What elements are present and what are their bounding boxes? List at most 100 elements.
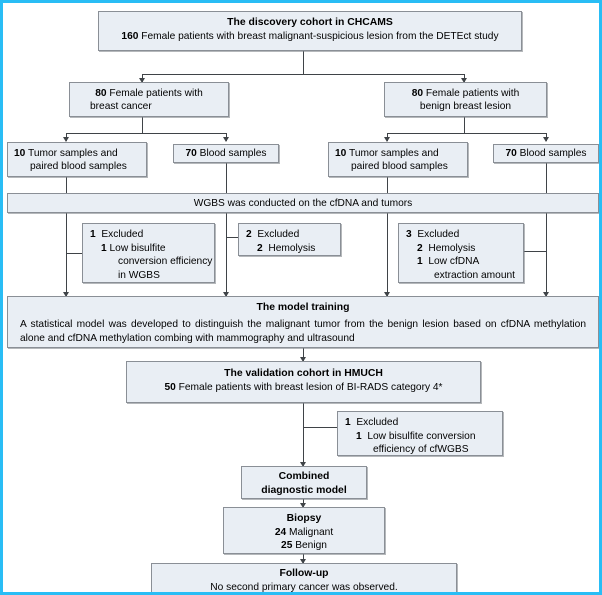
- arrow-cancer-arm: [138, 78, 145, 83]
- arrow-validation: [299, 357, 306, 362]
- excl1-reason-l1: Low bisulfite: [109, 242, 166, 254]
- connector-biopsy-to-followup: [303, 550, 304, 563]
- cancer-blood-count: 70: [185, 148, 197, 159]
- arrow-followup: [299, 559, 306, 564]
- cancer-arm-count: 80: [95, 87, 107, 99]
- node-followup[interactable]: Follow-up No second primary cancer was o…: [151, 563, 457, 592]
- node-excluded-2[interactable]: 2 Excluded 2 Hemolysis: [238, 223, 341, 256]
- cancer-tumor-line1-text: Tumor samples and: [28, 147, 118, 159]
- excl3-reason2-l1: Low cfDNA: [428, 256, 480, 267]
- excl2-total-label: Excluded: [257, 229, 300, 240]
- connector-level1-split: [142, 74, 465, 75]
- cancer-tumor-line1: 10 Tumor samples and: [14, 147, 118, 160]
- arrow-col4-model: [542, 292, 549, 297]
- arrow-benign-blood: [542, 137, 549, 142]
- discovery-detail: 160 Female patients with breast malignan…: [105, 30, 515, 43]
- connector-model-to-validation: [303, 348, 304, 361]
- node-model-training[interactable]: The model training A statistical model w…: [7, 296, 599, 348]
- node-combined-diagnostic-model[interactable]: Combined diagnostic model: [241, 466, 367, 499]
- arrow-col2-model: [222, 292, 229, 297]
- excl3-total-label: Excluded: [417, 229, 460, 240]
- arrow-col3-model: [383, 292, 390, 297]
- node-benign-blood-samples[interactable]: 70 Blood samples: [493, 144, 599, 163]
- excl4-total-row: 1 Excluded: [345, 416, 495, 430]
- benign-tumor-count: 10: [335, 147, 347, 159]
- benign-blood-line1-text: Blood samples: [519, 148, 587, 159]
- arrow-benign-arm: [460, 78, 467, 83]
- excl1-reason-l2-row: conversion efficiency: [118, 256, 213, 267]
- biopsy-malignant: 24 Malignant: [230, 526, 378, 539]
- cancer-tumor-count: 10: [14, 147, 26, 159]
- biopsy-title: Biopsy: [286, 513, 322, 524]
- arrow-cancer-tumor: [62, 137, 69, 142]
- excl2-total: 2: [246, 229, 252, 240]
- excl3-total: 3: [406, 229, 412, 240]
- biopsy-malignant-label: Malignant: [289, 527, 334, 538]
- node-cancer-tumor-samples[interactable]: 10 Tumor samples and paired blood sample…: [7, 142, 147, 177]
- discovery-count: 160: [121, 31, 139, 42]
- cancer-arm-line1-text: Female patients with: [109, 87, 203, 99]
- model-training-title: The model training: [256, 302, 350, 313]
- excl1-reason-l3-row: in WGBS: [118, 269, 160, 281]
- excl3-reason2-n: 1: [417, 256, 423, 267]
- benign-arm-line1: 80 Female patients with: [412, 87, 520, 100]
- cancer-blood-line1-text: Blood samples: [199, 148, 267, 159]
- connector-wgbs-col2-down: [226, 213, 227, 296]
- excl3-total-row: 3 Excluded: [406, 228, 516, 242]
- node-validation-cohort[interactable]: The validation cohort in HMUCH 50 Female…: [126, 361, 481, 403]
- discovery-detail-text: Female patients with breast malignant-su…: [141, 31, 499, 42]
- connector-combined-to-biopsy: [303, 494, 304, 507]
- node-excluded-3[interactable]: 3 Excluded 2 Hemolysis 1 Low cfDNA extra…: [398, 223, 524, 283]
- node-biopsy[interactable]: Biopsy 24 Malignant 25 Benign: [223, 507, 385, 554]
- cancer-tumor-line2: paired blood samples: [30, 160, 127, 172]
- benign-blood-count: 70: [505, 148, 517, 159]
- node-excluded-1[interactable]: 1 Excluded 1 Low bisulfite conversion ef…: [82, 223, 215, 283]
- connector-cancer-tumor-down: [66, 177, 67, 193]
- connector-cancer-split: [66, 133, 226, 134]
- validation-detail-text: Female patients with breast lesion of BI…: [178, 382, 443, 393]
- cancer-arm-line1: 80 Female patients with: [95, 87, 203, 100]
- connector-stub-excl2: [226, 237, 238, 238]
- connector-benign-split: [387, 133, 546, 134]
- cancer-arm-line2: breast cancer: [90, 100, 152, 112]
- connector-benign-blood-down: [546, 163, 547, 193]
- excl1-total: 1: [90, 229, 96, 240]
- connector-cancer-arm-down: [142, 117, 143, 133]
- node-benign-arm[interactable]: 80 Female patients with benign breast le…: [384, 82, 547, 117]
- node-excluded-4[interactable]: 1 Excluded 1 Low bisulfite conversion ef…: [337, 411, 503, 456]
- arrow-biopsy: [299, 503, 306, 508]
- validation-count: 50: [164, 382, 176, 393]
- combined-line2: diagnostic model: [261, 485, 347, 496]
- connector-benign-arm-down: [464, 117, 465, 133]
- excl2-reason-l1: Hemolysis: [268, 242, 316, 254]
- node-cancer-arm[interactable]: 80 Female patients with breast cancer: [69, 82, 229, 117]
- node-wgbs-bar[interactable]: WGBS was conducted on the cfDNA and tumo…: [7, 193, 599, 213]
- benign-tumor-line1: 10 Tumor samples and: [335, 147, 439, 160]
- benign-arm-line2: benign breast lesion: [419, 100, 512, 112]
- benign-tumor-line2: paired blood samples: [351, 160, 448, 172]
- excl4-reason-n: 1: [356, 430, 362, 442]
- connector-cancer-blood-down: [226, 163, 227, 193]
- arrow-col1-model: [62, 292, 69, 297]
- excl1-total-row: 1 Excluded: [90, 228, 207, 242]
- benign-arm-line1-text: Female patients with: [425, 87, 520, 99]
- node-benign-tumor-samples[interactable]: 10 Tumor samples and paired blood sample…: [328, 142, 468, 177]
- model-training-body: A statistical model was developed to dis…: [20, 319, 586, 344]
- excl3-reason2-l2-row: extraction amount: [434, 269, 515, 281]
- node-discovery-cohort[interactable]: The discovery cohort in CHCAMS 160 Femal…: [98, 11, 522, 51]
- validation-detail: 50 Female patients with breast lesion of…: [133, 381, 474, 394]
- wgbs-text: WGBS was conducted on the cfDNA and tumo…: [193, 197, 413, 209]
- excl4-total: 1: [345, 417, 351, 428]
- biopsy-malignant-count: 24: [274, 527, 287, 538]
- discovery-title: The discovery cohort in CHCAMS: [227, 17, 393, 28]
- node-cancer-blood-samples[interactable]: 70 Blood samples: [173, 144, 279, 163]
- benign-blood-line1: 70 Blood samples: [505, 147, 586, 160]
- excl4-total-label: Excluded: [356, 417, 399, 428]
- biopsy-benign-count: 25: [281, 540, 293, 551]
- connector-stub-excl4: [303, 427, 337, 428]
- excl3-reason1-n: 2: [417, 242, 423, 254]
- excl1-reason-row: 1 Low bisulfite: [90, 242, 207, 256]
- arrow-benign-tumor: [383, 137, 390, 142]
- connector-discovery-down: [303, 51, 304, 74]
